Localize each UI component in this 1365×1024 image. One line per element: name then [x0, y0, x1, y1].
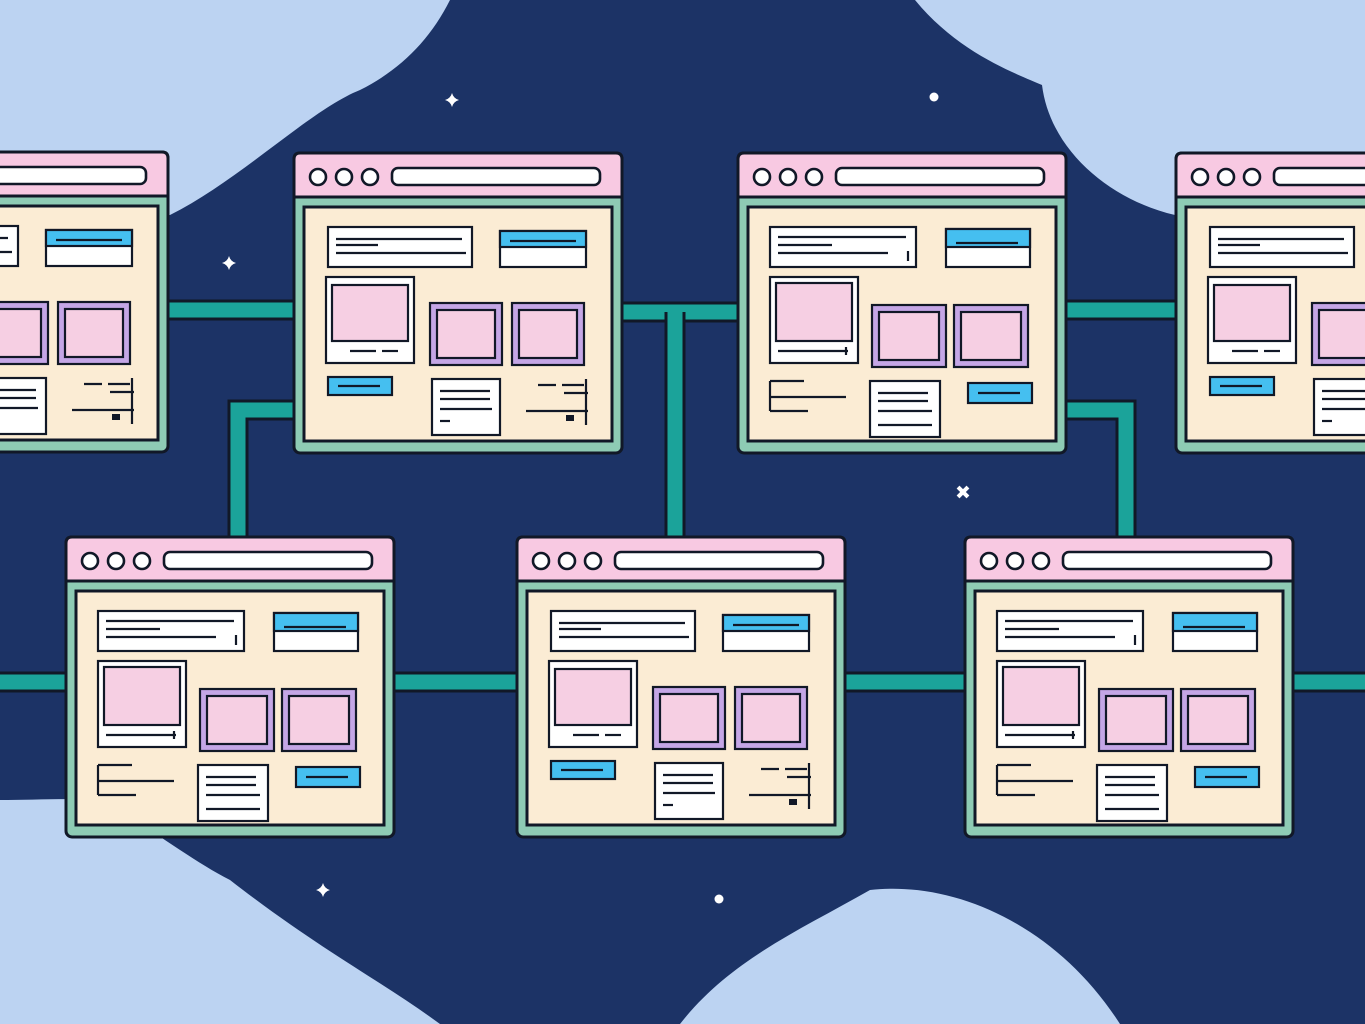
text-card — [0, 376, 48, 436]
bullet-icon — [566, 415, 574, 421]
heading-box — [326, 225, 474, 269]
connector-line — [1050, 402, 1134, 555]
tag-highlight — [272, 611, 360, 633]
address-bar — [390, 166, 602, 187]
image-placeholder-icon — [435, 308, 497, 360]
address-bar — [834, 166, 1046, 187]
window-dot-icon — [80, 551, 100, 571]
image-placeholder-icon — [959, 310, 1023, 362]
image-placeholder-icon — [553, 667, 633, 727]
window-dot-icon — [308, 167, 328, 187]
window-dot-icon — [1031, 551, 1051, 571]
windows-layer — [0, 150, 1365, 839]
stars-layer — [222, 92, 970, 904]
image-placeholder-icon — [774, 281, 854, 343]
window-top-right-partial — [1174, 151, 1365, 455]
window-dot-icon — [106, 551, 126, 571]
window-bottom-2 — [515, 535, 847, 839]
bullet-icon — [789, 799, 797, 805]
image-placeholder-icon — [517, 308, 579, 360]
window-dot-icon — [778, 167, 798, 187]
window-dot-icon — [804, 167, 824, 187]
address-bar — [1061, 550, 1273, 571]
star-dot-icon — [929, 92, 939, 102]
tag-highlight — [944, 227, 1032, 249]
image-placeholder-icon — [102, 665, 182, 727]
image-placeholder-icon — [205, 694, 269, 746]
image-placeholder-icon — [740, 692, 802, 744]
image-placeholder-icon — [1001, 665, 1081, 727]
window-dot-icon — [531, 551, 551, 571]
window-dot-icon — [334, 167, 354, 187]
image-placeholder-icon — [63, 307, 125, 359]
tag-highlight — [44, 228, 134, 248]
text-card — [196, 763, 270, 823]
heading-box — [0, 224, 20, 268]
connector-line — [230, 402, 300, 555]
star-sparkle-icon — [445, 93, 459, 107]
image-placeholder-icon — [1104, 694, 1168, 746]
window-bottom-3 — [963, 535, 1295, 839]
image-placeholder-icon — [1317, 308, 1365, 360]
image-placeholder-icon — [330, 283, 410, 343]
window-dot-icon — [132, 551, 152, 571]
window-dot-icon — [583, 551, 603, 571]
address-bar — [162, 550, 374, 571]
window-dot-icon — [1216, 167, 1236, 187]
text-card — [1095, 763, 1169, 823]
star-sparkle-icon — [316, 883, 330, 897]
window-dot-icon — [1242, 167, 1262, 187]
window-dot-icon — [360, 167, 380, 187]
image-placeholder-icon — [287, 694, 351, 746]
image-placeholder-icon — [1212, 283, 1292, 343]
window-top-2 — [292, 151, 624, 455]
star-cross-icon — [956, 485, 970, 499]
tag-highlight — [498, 229, 588, 249]
heading-box — [1208, 225, 1356, 269]
window-dot-icon — [1190, 167, 1210, 187]
address-bar — [0, 165, 148, 186]
window-dot-icon — [1005, 551, 1025, 571]
window-top-3 — [736, 151, 1068, 455]
text-card — [868, 379, 942, 439]
bullet-icon — [112, 414, 120, 420]
heading-box — [96, 609, 246, 653]
window-dot-icon — [557, 551, 577, 571]
text-card — [653, 761, 725, 821]
text-card — [430, 377, 502, 437]
heading-box — [995, 609, 1145, 653]
address-bar — [1272, 166, 1365, 187]
window-bottom-1 — [64, 535, 396, 839]
tag-highlight — [721, 613, 811, 633]
window-dot-icon — [979, 551, 999, 571]
image-placeholder-icon — [0, 307, 43, 359]
image-placeholder-icon — [1186, 694, 1250, 746]
image-placeholder-icon — [877, 310, 941, 362]
address-bar — [613, 550, 825, 571]
tag-highlight — [1171, 611, 1259, 633]
text-card — [1312, 377, 1365, 437]
heading-box — [768, 225, 918, 269]
star-dot-icon — [714, 894, 724, 904]
star-sparkle-icon — [222, 256, 236, 270]
window-dot-icon — [752, 167, 772, 187]
heading-box — [549, 609, 697, 653]
window-top-left-partial — [0, 150, 170, 454]
image-placeholder-icon — [658, 692, 720, 744]
